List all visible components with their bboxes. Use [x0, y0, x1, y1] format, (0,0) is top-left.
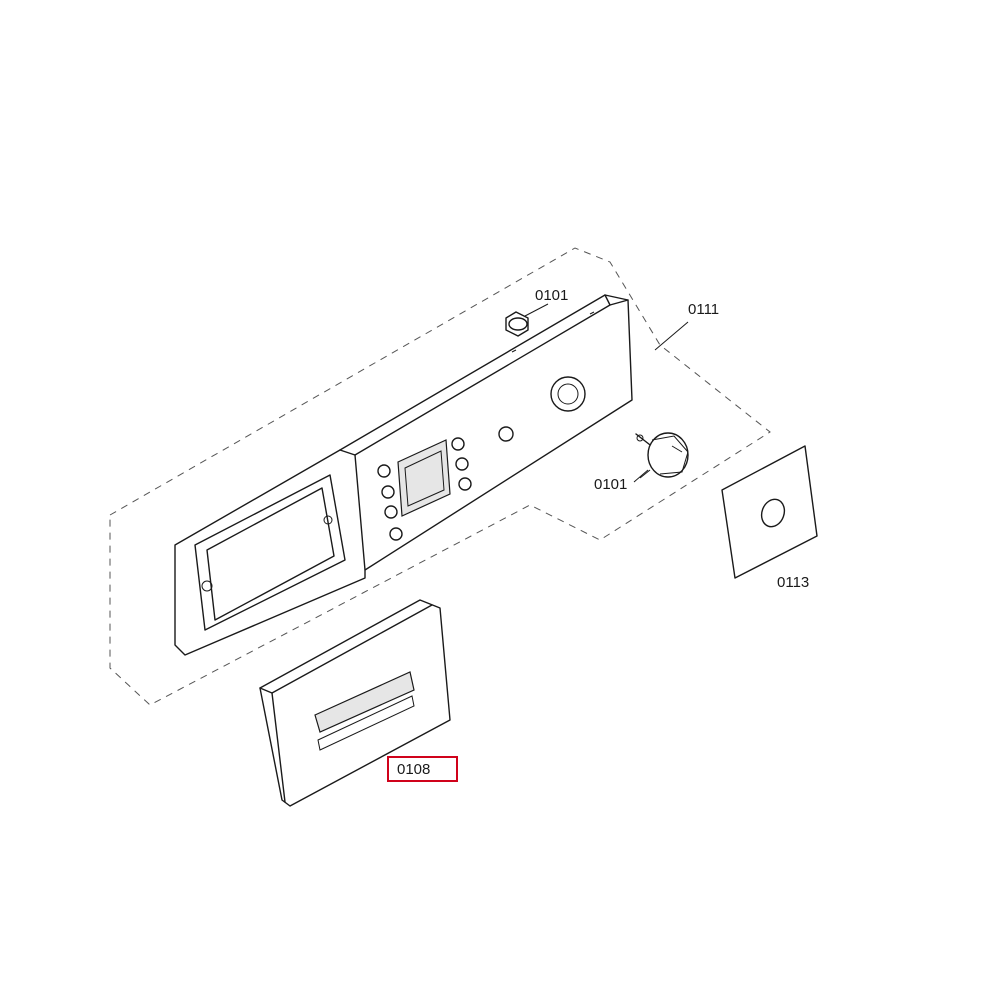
leader-panel	[654, 321, 689, 351]
knob-right-drawing	[635, 432, 689, 479]
highlight-box	[387, 756, 458, 782]
knob-top-drawing	[505, 303, 549, 337]
callout-knob-right: 0101	[594, 476, 628, 493]
callout-panel: 0111	[688, 301, 720, 318]
leader-knob-right	[633, 469, 649, 483]
callout-cover-plate: 0113	[777, 574, 810, 591]
panel-buttons	[377, 426, 514, 541]
knob-hole	[550, 376, 586, 412]
control-panel	[174, 294, 633, 656]
display-window	[397, 439, 451, 517]
drawer-handle-drawing	[259, 599, 451, 807]
housing-outline	[109, 247, 771, 706]
cover-plate-drawing	[721, 445, 818, 579]
callout-knob-top: 0101	[535, 287, 569, 304]
callout-drawer-handle: 0108	[397, 761, 431, 778]
